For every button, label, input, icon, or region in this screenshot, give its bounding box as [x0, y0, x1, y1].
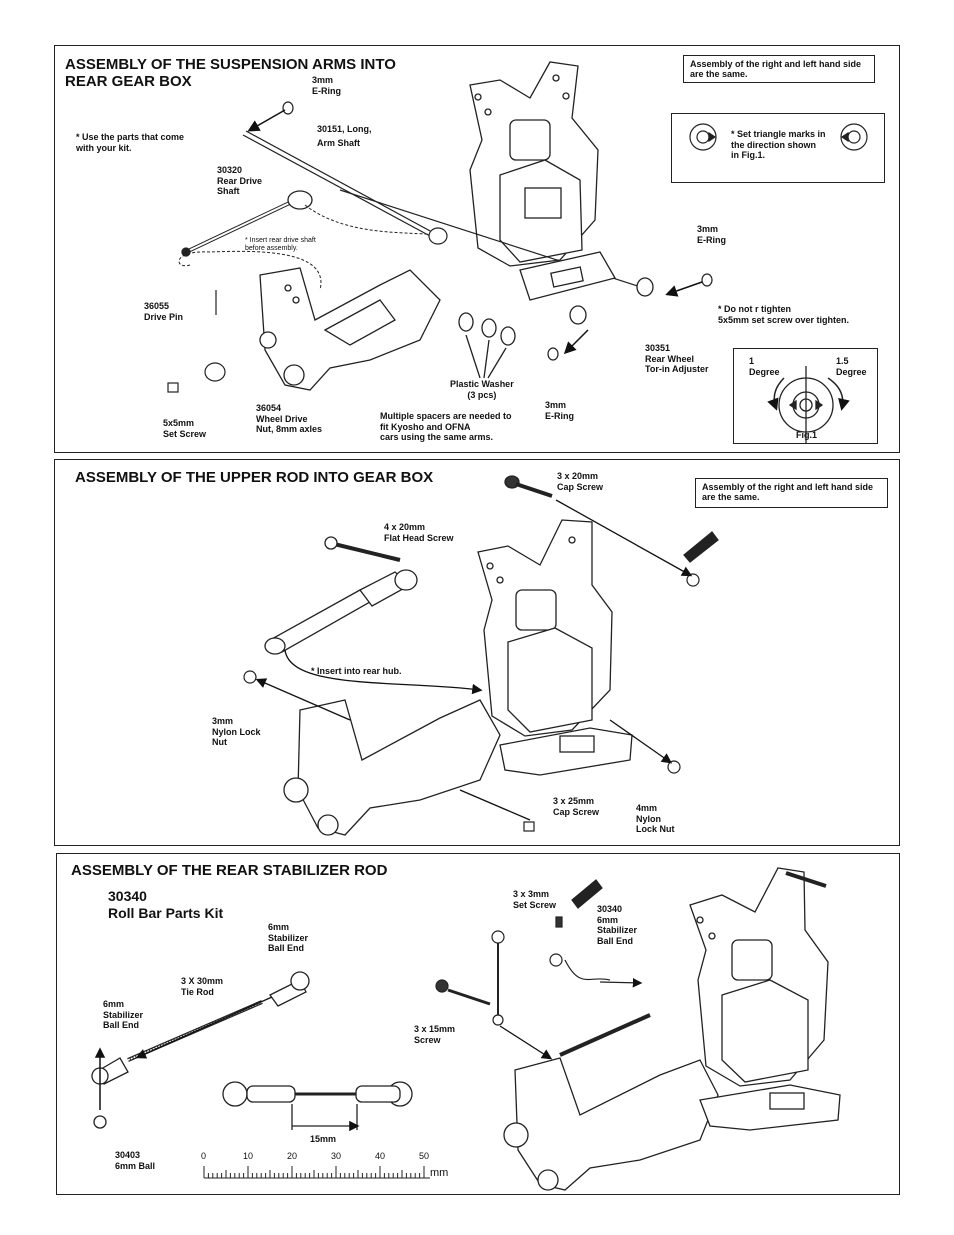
fig1-left-degree: 1 Degree — [749, 356, 780, 377]
gearbox-plate-1 — [469, 61, 599, 267]
fig1-diagram — [767, 366, 850, 444]
ruler-tick-40: 40 — [375, 1151, 386, 1161]
suspension-arm-2 — [283, 699, 633, 836]
gearbox-plate-3 — [689, 867, 829, 1087]
roll-bar-kit-title: 30340 Roll Bar Parts Kit — [108, 888, 224, 921]
label-15mm: 15mm — [310, 1134, 337, 1144]
label-flat-head-screw: 4 x 20mm Flat Head Screw — [384, 522, 454, 543]
label-plastic-washer: Plastic Washer (3 pcs) — [450, 379, 514, 400]
section2-same-side-note: Assembly of the right and left hand side… — [695, 478, 888, 508]
stabilizer-tie-rod — [91, 971, 310, 1129]
label-cap-screw-20: 3 x 20mm Cap Screw — [557, 471, 604, 492]
ruler-tick-30: 30 — [331, 1151, 342, 1161]
ruler-tick-50: 50 — [419, 1151, 430, 1161]
label-ball-end-left: 6mm Stabilizer Ball End — [103, 999, 144, 1030]
gearbox-plate-2 — [477, 519, 613, 737]
label-screw-15: 3 x 15mm Screw — [414, 1024, 456, 1045]
label-e-ring-top: 3mm E-Ring — [312, 75, 341, 96]
ruler — [203, 1166, 430, 1179]
suspension-arm-3 — [503, 1013, 841, 1191]
label-6mm-ball: 30403 6mm Ball — [115, 1150, 156, 1171]
label-cap-screw-25: 3 x 25mm Cap Screw — [553, 796, 600, 817]
label-drive-pin: 36055 Drive Pin — [144, 301, 184, 322]
label-tie-rod: 3 X 30mm Tie Rod — [181, 976, 224, 997]
label-use-parts: * Use the parts that come with your kit. — [76, 132, 185, 153]
screw-3x20 — [504, 475, 553, 498]
triangle-mark-icons — [689, 123, 868, 151]
assembled-stabilizer-link — [222, 1081, 413, 1132]
section1-title-line2: REAR GEAR BOX — [65, 73, 192, 90]
rear-drive-shaft — [181, 190, 313, 257]
label-insert-note: * Insert rear drive shaft before assembl… — [245, 237, 316, 252]
triangle-mark-note: * Set triangle marks in the direction sh… — [731, 129, 826, 160]
label-ball-end-right: 30340 6mm Stabilizer Ball End — [597, 904, 638, 946]
section1-title-line1: ASSEMBLY OF THE SUSPENSION ARMS INTO — [65, 56, 396, 73]
section2-title: ASSEMBLY OF THE UPPER ROD INTO GEAR BOX — [75, 469, 434, 486]
ruler-tick-20: 20 — [287, 1151, 298, 1161]
rear-hub-block-1 — [519, 251, 654, 325]
label-wheel-drive-nut: 36054 Wheel Drive Nut, 8mm axles — [256, 403, 323, 434]
label-rear-drive-shaft: 30320 Rear Drive Shaft — [217, 165, 263, 196]
label-do-not-tighten: * Do not r tighten 5x5mm set screw over … — [718, 304, 850, 325]
ruler-unit: mm — [430, 1167, 449, 1179]
section3-title: ASSEMBLY OF THE REAR STABILIZER ROD — [71, 862, 388, 879]
washers — [458, 312, 516, 379]
label-spacers: Multiple spacers are needed to fit Kyosh… — [380, 411, 512, 442]
label-e-ring-bottom: 3mm E-Ring — [545, 400, 574, 421]
label-insert-rear-hub: * Insert into rear hub. — [311, 666, 402, 676]
upper-rod-assembly — [264, 536, 418, 655]
arrows-2 — [255, 499, 693, 821]
small-parts-1 — [167, 101, 713, 393]
arrows-1 — [247, 109, 703, 355]
small-parts-2 — [243, 531, 719, 832]
ruler-tick-0: 0 — [201, 1151, 207, 1161]
label-set-screw-3x3: 3 x 3mm Set Screw — [513, 889, 557, 910]
label-nylon-lock-nut-3: 3mm Nylon Lock Nut — [212, 716, 261, 747]
label-ball-end-top: 6mm Stabilizer Ball End — [268, 922, 309, 953]
small-parts-3 — [435, 879, 643, 1026]
label-set-screw: 5x5mm Set Screw — [163, 418, 207, 439]
suspension-arm-1 — [259, 267, 441, 391]
label-tor-in-adjuster: 30351 Rear Wheel Tor-in Adjuster — [645, 343, 709, 374]
fig1-right-degree: 1.5 Degree — [836, 356, 867, 377]
section1-same-side-note: Assembly of the right and left hand side… — [683, 55, 875, 83]
label-arm-shaft: 30151, Long, Arm Shaft — [317, 124, 372, 148]
label-e-ring-right: 3mm E-Ring — [697, 224, 726, 245]
label-nylon-lock-nut-4: 4mm Nylon Lock Nut — [636, 803, 675, 834]
arrows-3 — [94, 996, 553, 1110]
ruler-tick-10: 10 — [243, 1151, 254, 1161]
